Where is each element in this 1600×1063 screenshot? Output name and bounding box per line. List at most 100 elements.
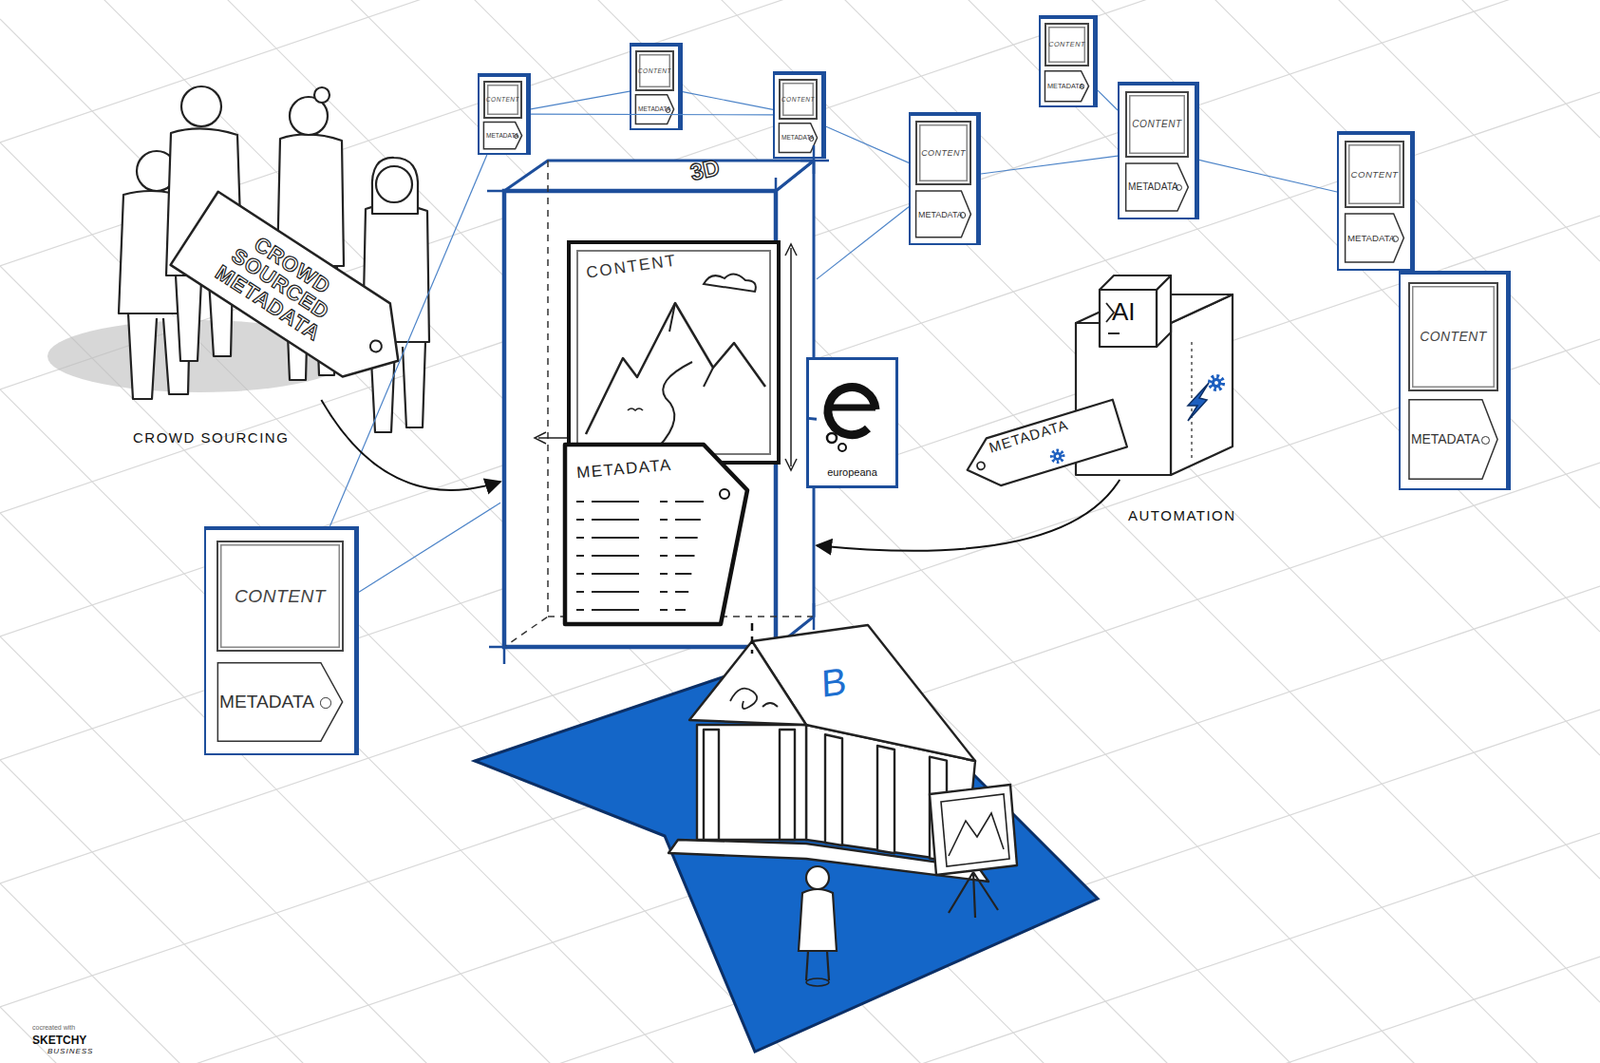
- content-frame: CONTENT: [1408, 282, 1499, 392]
- metadata-output-tag: METADATA: [956, 395, 1132, 499]
- node-text: CONTENT: [921, 148, 966, 158]
- network-link: [358, 502, 501, 592]
- metadata-row: [576, 500, 704, 503]
- logo-e: [828, 387, 876, 435]
- node-text: AI: [1111, 297, 1136, 327]
- metadata-tag: METADATA: [1344, 212, 1405, 264]
- cube-top: [1099, 275, 1171, 290]
- node-text: METADATA: [216, 691, 315, 713]
- object-card: CONTENTMETADATA: [477, 73, 531, 155]
- tag-hole: [1481, 435, 1490, 445]
- column: [825, 734, 843, 846]
- object-card: CONTENT METADATA: [1336, 131, 1415, 271]
- node-text: METADATA: [778, 133, 814, 141]
- card-top: [504, 160, 814, 191]
- network-link: [329, 154, 487, 527]
- node-text: CONTENT: [638, 67, 672, 75]
- person-head: [181, 86, 222, 127]
- tag-shape: [635, 94, 674, 125]
- gear-icon: [1052, 451, 1063, 462]
- content-frame: CONTENT: [1344, 140, 1405, 208]
- gear-icon: [1214, 380, 1219, 385]
- content-frame: CONTENT: [483, 80, 523, 119]
- curved-arrow: [320, 399, 501, 490]
- logo-dot: [838, 443, 847, 452]
- node-text: METADATA: [1408, 431, 1480, 447]
- tag-shape: [1345, 213, 1405, 263]
- network-link: [1199, 159, 1337, 192]
- gear-icon: [1209, 376, 1224, 390]
- metadata-row: [576, 518, 701, 521]
- easel-painting: [929, 784, 1017, 875]
- object-card: CONTENT METADATA: [1038, 15, 1098, 108]
- tag-hole: [719, 489, 730, 499]
- node-text: CONTENT: [1131, 118, 1182, 130]
- column: [779, 729, 795, 840]
- content-frame: CONTENT: [566, 240, 781, 465]
- content-frame: CONTENT: [1125, 91, 1189, 158]
- node-text: B: [820, 658, 848, 706]
- person-head: [376, 166, 413, 203]
- cloud: [703, 273, 756, 292]
- gear-icon: [1055, 453, 1060, 458]
- museum-pediment: [689, 640, 807, 725]
- visitor-head: [806, 865, 829, 889]
- node-text: METADATA: [915, 209, 963, 220]
- metadata-tag: METADATA: [778, 122, 818, 153]
- tag-hole: [320, 696, 332, 709]
- node-text: CONTENT: [781, 95, 815, 103]
- network-link: [826, 126, 909, 163]
- logo-e: [831, 404, 876, 412]
- bird: [627, 408, 643, 411]
- person-feet: [806, 978, 829, 986]
- metadata-tag: METADATA: [561, 440, 752, 628]
- banner-shape: [170, 191, 423, 398]
- museum-sketch: [663, 622, 1032, 989]
- watermark-text: SKETCHY: [32, 1033, 87, 1047]
- network-link: [751, 622, 754, 654]
- network-link: [530, 91, 630, 110]
- content-frame: CONTENT: [915, 120, 972, 186]
- metadata-tag: METADATA: [216, 660, 344, 743]
- curved-arrow: [816, 479, 1120, 551]
- museum-floor: [474, 638, 1098, 1052]
- hole: [368, 338, 385, 355]
- tag-shape: [564, 444, 748, 624]
- metadata-row: [576, 572, 692, 575]
- node-text: CONTENT: [1048, 39, 1086, 49]
- museum-building: B: [663, 622, 1032, 989]
- metadata-tag: METADATA: [635, 94, 675, 125]
- mountains: [585, 302, 766, 434]
- watermark-text: BUSINESS: [47, 1046, 94, 1055]
- museum-front: [696, 724, 807, 840]
- metadata-tag: METADATA: [1408, 397, 1499, 481]
- people: [118, 86, 430, 433]
- tag-hole: [976, 460, 986, 471]
- node-text: CONTENT: [234, 585, 326, 607]
- tag-shape: [1044, 70, 1089, 101]
- input-arrow: [1187, 382, 1209, 421]
- tag-shape: [956, 395, 1132, 499]
- node-text: CONTENT: [584, 250, 678, 283]
- tag-shape: [1409, 399, 1498, 480]
- machine-side: [1170, 294, 1233, 475]
- pediment-ornament: [730, 688, 778, 709]
- content-frame: CONTENT: [216, 540, 344, 652]
- node-text: CONTENT: [1350, 169, 1398, 180]
- node-text: METADATA: [1044, 81, 1084, 91]
- object-card: CONTENTMETADATA: [1117, 81, 1200, 220]
- logo-caption-box: europeana: [809, 466, 896, 478]
- metadata-row: [576, 608, 686, 611]
- painting-sketch: [941, 793, 1010, 866]
- metadata-row: [576, 536, 698, 539]
- metadata-tag: METADATA: [483, 121, 523, 150]
- edge-label: AUTOMATION: [1128, 507, 1237, 524]
- metadata-row: [576, 554, 696, 557]
- content-frame: CONTENT: [1044, 22, 1090, 67]
- overshoot-ticks: [487, 145, 829, 664]
- network-link: [816, 207, 909, 280]
- metadata-tag: METADATA: [1044, 70, 1090, 102]
- object-card: CONTENT METADATA: [629, 42, 683, 131]
